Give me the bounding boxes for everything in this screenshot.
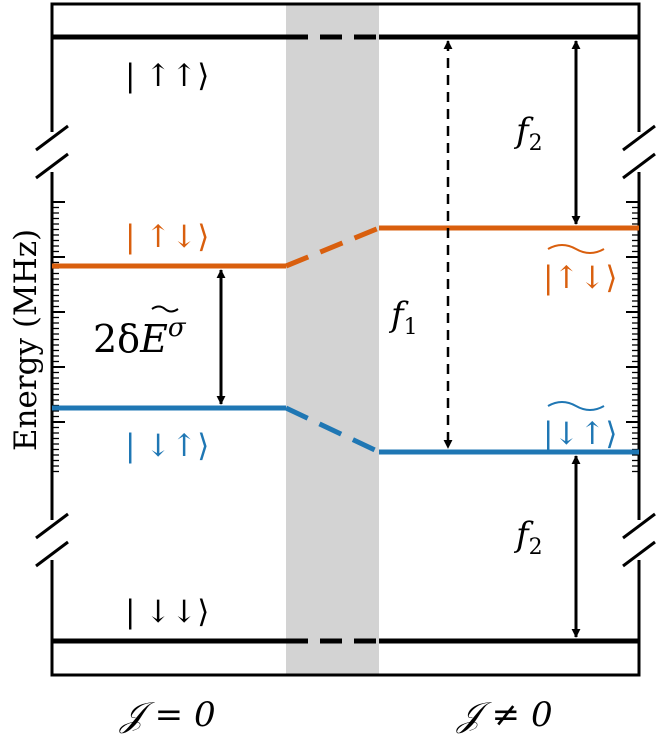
splitting-label: 2δEσ	[93, 305, 187, 361]
level-down-up	[52, 405, 639, 455]
state-label-down-up: | ↓↑⟩	[125, 428, 209, 464]
x-label-j-zero: 𝒥 = 0	[118, 695, 215, 735]
state-label-up-down: | ↑↓⟩	[125, 219, 209, 255]
right-axis-ticks	[626, 201, 639, 473]
svg-text:|↓↑⟩: |↓↑⟩	[543, 416, 618, 452]
tilde-mark	[547, 401, 605, 411]
state-label-down-up-mixed: |↓↑⟩	[543, 401, 618, 452]
state-label-down-down: | ↓↓⟩	[125, 594, 209, 630]
y-axis-label: Energy (MHz)	[8, 229, 44, 451]
x-label-j-nonzero: 𝒥 ≠ 0	[455, 695, 552, 735]
axis-break-marks	[35, 124, 656, 568]
f2-top-label: f2	[513, 111, 543, 156]
svg-text:2δEσ: 2δEσ	[93, 313, 187, 361]
state-label-up-up: | ↑↑⟩	[125, 58, 209, 94]
tilde-mark	[547, 244, 605, 254]
state-label-up-down-mixed: |↑↓⟩	[543, 244, 618, 296]
left-axis-ticks	[52, 201, 65, 473]
level-up-down	[52, 225, 639, 269]
tilde-mark	[151, 305, 179, 313]
transition-band	[286, 4, 379, 675]
f1-label: f1	[388, 295, 418, 340]
f2-bottom-label: f2	[513, 515, 543, 560]
svg-text:|↑↓⟩: |↑↓⟩	[543, 260, 618, 296]
